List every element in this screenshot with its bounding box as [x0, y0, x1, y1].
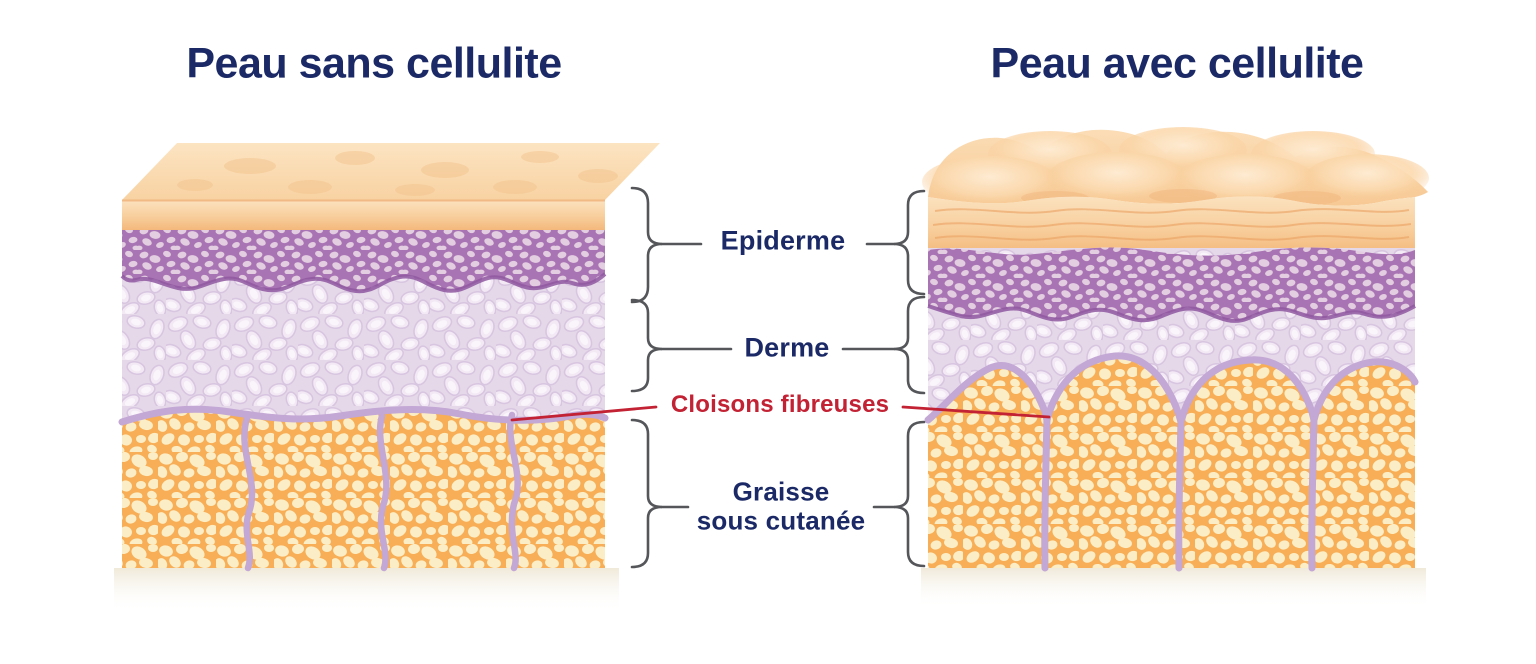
label-graisse-line2: sous cutanée	[696, 505, 866, 535]
left-fat-layer	[122, 409, 605, 568]
skin-block-with-cellulite	[921, 127, 1429, 608]
brace-graisse-right	[893, 420, 926, 568]
left-epidermis-basal-layer	[122, 230, 605, 292]
brace-epiderme-left	[630, 186, 663, 304]
title-skin-without-cellulite: Peau sans cellulite	[186, 39, 562, 88]
right-epidermis-basal-edge	[927, 304, 1416, 323]
brace-epiderme-right	[893, 189, 926, 296]
left-skin-top-surface	[122, 143, 660, 200]
brace-derme-left	[630, 298, 663, 393]
cloisons-pointer-left	[510, 405, 658, 422]
cloisons-pointer-lines	[510, 405, 1051, 422]
left-block-ground-shadow	[114, 568, 619, 612]
brace-derme-right	[893, 295, 926, 395]
label-graisse-line1: Graisse	[732, 476, 830, 507]
label-graisse-sous-cutanee: Graisse sous cutanée	[697, 477, 866, 534]
label-cloisons-fibreuses: Cloisons fibreuses	[670, 391, 890, 418]
right-fibrous-septa	[1041, 413, 1318, 572]
left-epidermis-basal-edge	[120, 272, 607, 294]
left-skin-surface-pores	[177, 151, 618, 196]
right-skin-cellulite-bumps	[922, 127, 1429, 208]
annotation-braces	[630, 186, 926, 569]
right-dermis-fat-membrane	[924, 352, 1419, 436]
label-epiderme: Epiderme	[720, 225, 846, 256]
right-epidermis-basal-layer	[928, 247, 1415, 321]
left-epidermis-surface-band	[122, 200, 605, 230]
skin-block-no-cellulite	[114, 143, 660, 612]
right-epidermis-striations	[932, 208, 1412, 241]
cloisons-pointer-right	[901, 405, 1051, 419]
title-skin-with-cellulite: Peau avec cellulite	[990, 39, 1364, 88]
right-block-ground-shadow	[921, 568, 1426, 608]
label-derme: Derme	[744, 332, 830, 363]
right-fat-layer	[928, 355, 1415, 568]
brace-graisse-left	[630, 418, 663, 569]
left-fibrous-septa	[241, 411, 521, 572]
